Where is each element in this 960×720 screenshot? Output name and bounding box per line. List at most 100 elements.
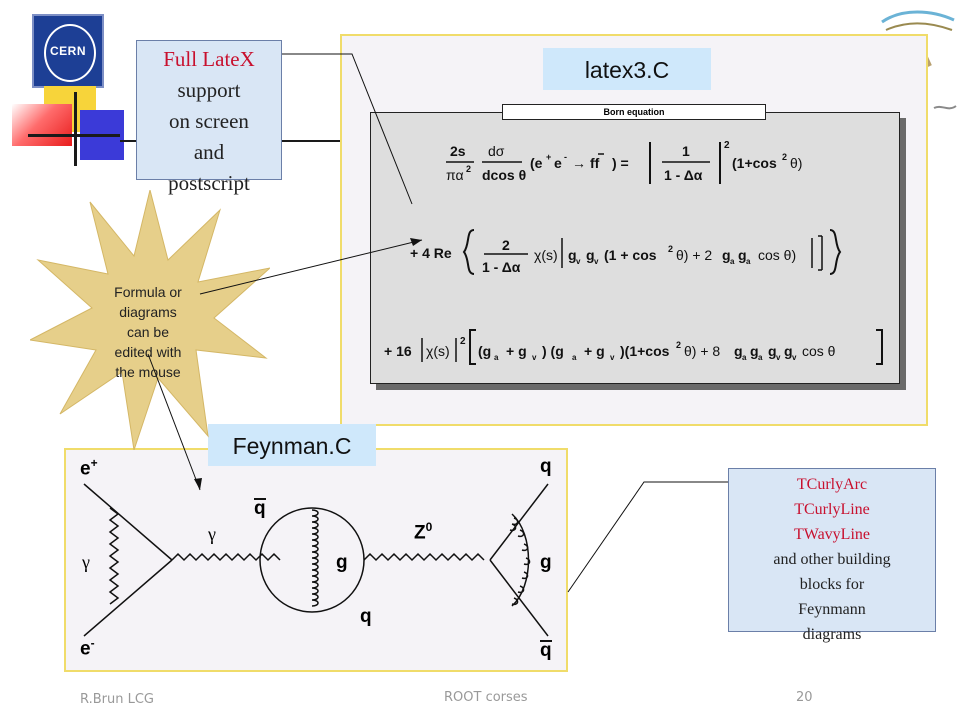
tcurly-callout-line: Feynmann xyxy=(798,601,866,618)
label-q-right-top: q xyxy=(540,456,552,477)
label-feynman-file: Feynman.C xyxy=(208,424,376,466)
label-e-minus: e- xyxy=(80,636,95,660)
label-gamma-mid: γ xyxy=(208,524,216,544)
starburst-line: Formula or xyxy=(114,284,182,300)
deco-vertical-line xyxy=(74,92,77,166)
label-gamma-left: γ xyxy=(82,552,90,572)
svg-text:(1 + cos: (1 + cos xyxy=(604,247,657,263)
svg-text:2: 2 xyxy=(782,152,787,162)
svg-text:g: g xyxy=(784,343,793,359)
label-g-right: g xyxy=(540,552,552,573)
tcurly-callout-text: TCurlyArc TCurlyLine TWavyLine and other… xyxy=(728,472,936,647)
svg-text:dσ: dσ xyxy=(488,143,505,159)
svg-text:+ 16: + 16 xyxy=(384,343,412,359)
svg-text:) (g: ) (g xyxy=(542,343,564,359)
feynman-diagram-svg[interactable] xyxy=(64,448,568,672)
svg-text:a: a xyxy=(730,257,735,266)
label-qbar-top: q xyxy=(254,498,266,519)
class-name-twavyline: TWavyLine xyxy=(793,526,870,543)
starburst-line: edited with xyxy=(114,344,182,360)
svg-text:(e: (e xyxy=(530,155,543,171)
svg-text:2: 2 xyxy=(466,164,471,174)
svg-text:χ(s): χ(s) xyxy=(426,343,450,359)
svg-text:-: - xyxy=(564,152,567,162)
svg-text:1: 1 xyxy=(682,143,690,159)
svg-text:+ g: + g xyxy=(584,343,605,359)
starburst-line: the mouse xyxy=(115,364,181,380)
svg-text:a: a xyxy=(746,257,751,266)
svg-text:v: v xyxy=(576,257,581,266)
logo-text: CERN xyxy=(49,44,86,58)
svg-text:(g: (g xyxy=(478,343,491,359)
tcurly-callout-line: diagrams xyxy=(802,626,862,643)
svg-text:1 - Δα: 1 - Δα xyxy=(482,259,521,275)
latex-callout-title: Full LateX xyxy=(163,47,255,71)
svg-text:→: → xyxy=(572,155,586,171)
footer-page-number: 20 xyxy=(796,690,813,705)
svg-text:θ): θ) xyxy=(790,155,802,171)
tcurly-callout-line: blocks for xyxy=(799,576,865,593)
logo-ring xyxy=(44,24,96,82)
svg-text:g: g xyxy=(768,343,777,359)
svg-text:χ(s): χ(s) xyxy=(534,247,558,263)
label-z0: Z0 xyxy=(414,520,433,544)
svg-text:g: g xyxy=(586,247,595,263)
label-qbar-right-bottom: q xyxy=(540,640,552,661)
deco-red-square xyxy=(12,104,72,146)
svg-text:a: a xyxy=(494,353,499,362)
svg-text:+ g: + g xyxy=(506,343,527,359)
latex-callout-line: support xyxy=(177,78,241,102)
tcurly-callout-line: and other building xyxy=(773,551,891,568)
latex-callout-line: postscript xyxy=(168,171,250,195)
svg-text:e: e xyxy=(554,155,562,171)
svg-text:2: 2 xyxy=(724,140,730,151)
svg-text:cos θ): cos θ) xyxy=(758,247,796,263)
latex-callout-box xyxy=(136,40,282,180)
label-e-plus: e+ xyxy=(80,456,98,480)
cern-logo: CERN xyxy=(32,14,104,88)
svg-text:dcos θ: dcos θ xyxy=(482,167,526,183)
latex-callout-line: on screen xyxy=(169,109,249,133)
starburst-line: can be xyxy=(126,324,170,340)
svg-text:g: g xyxy=(738,247,747,263)
svg-text:v: v xyxy=(610,353,615,362)
svg-text:2: 2 xyxy=(460,336,466,347)
svg-text:+ 4 Re: + 4 Re xyxy=(410,245,452,261)
eq-row1-2s: 2s xyxy=(450,143,466,159)
footer-author: R.Brun LCG xyxy=(80,692,154,707)
svg-text:2: 2 xyxy=(668,244,673,254)
label-latex3-file: latex3.C xyxy=(543,48,711,90)
tcurly-callout-box xyxy=(728,468,936,632)
svg-text:a: a xyxy=(742,353,747,362)
svg-text:(1+cos: (1+cos xyxy=(732,155,777,171)
label-q-bottom: q xyxy=(360,606,372,627)
svg-text:2: 2 xyxy=(502,237,510,253)
svg-text:v: v xyxy=(532,353,537,362)
class-name-tcurlyarc: TCurlyArc xyxy=(796,476,868,493)
starburst-text: Formula or diagrams can be edited with t… xyxy=(88,282,208,382)
class-name-tcurlyline: TCurlyLine xyxy=(794,501,870,518)
latex-callout-text: Full LateX support on screen and postscr… xyxy=(136,44,282,199)
svg-text:g: g xyxy=(734,343,743,359)
svg-text:cos θ: cos θ xyxy=(802,343,836,359)
label-g-center: g xyxy=(336,552,348,573)
svg-text:) =: ) = xyxy=(612,155,629,171)
svg-text:a: a xyxy=(572,353,577,362)
svg-text:v: v xyxy=(776,353,781,362)
footer-course: ROOT corses xyxy=(444,690,528,705)
svg-text:g: g xyxy=(722,247,731,263)
svg-text:1 - Δα: 1 - Δα xyxy=(664,167,703,183)
svg-text:v: v xyxy=(594,257,599,266)
starburst-line: diagrams xyxy=(119,304,177,320)
svg-text:θ) + 2: θ) + 2 xyxy=(676,247,712,263)
svg-text:πα: πα xyxy=(446,167,464,183)
svg-text:a: a xyxy=(758,353,763,362)
deco-horizontal-line xyxy=(28,134,120,137)
svg-text:ff: ff xyxy=(590,155,600,171)
svg-text:θ) + 8: θ) + 8 xyxy=(684,343,720,359)
svg-text:g: g xyxy=(568,247,577,263)
svg-text:g: g xyxy=(750,343,759,359)
svg-text:)(1+cos: )(1+cos xyxy=(620,343,670,359)
svg-text:+: + xyxy=(546,152,551,162)
